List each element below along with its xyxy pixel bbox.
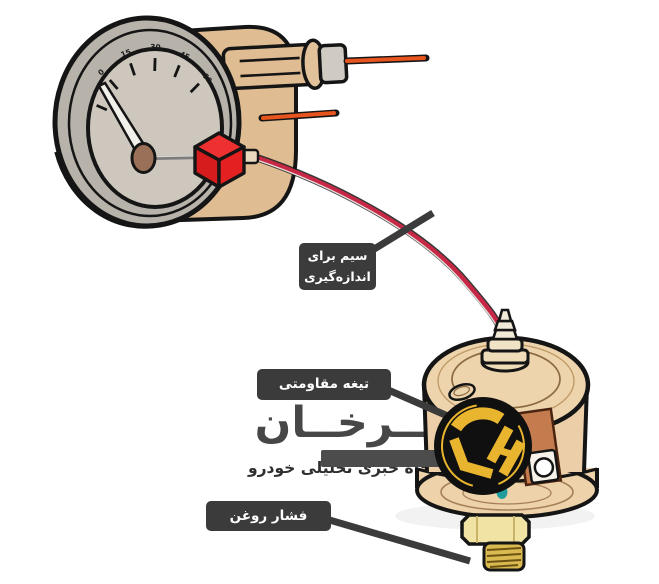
svg-text:0: 0 xyxy=(96,67,106,77)
svg-text:30: 30 xyxy=(150,42,161,51)
measuring-wire xyxy=(248,152,509,344)
power-wire-top xyxy=(343,54,430,65)
pointer-measuring-wire xyxy=(369,210,435,254)
label-resistive-blade: تیغه مقاومتی xyxy=(257,369,391,400)
gauge-tick-labels: 0 15 30 45 60 xyxy=(96,42,214,85)
label-measuring-wire-line2: اندازه‌گیری xyxy=(304,268,371,284)
label-oil-pressure: فشار روغن xyxy=(206,501,331,531)
gauge-stem xyxy=(221,38,349,91)
pointer-oil-pressure xyxy=(325,515,471,565)
needle-hub xyxy=(130,142,157,174)
stem-end-cap xyxy=(317,43,349,85)
label-measuring-wire: سیم برای اندازه‌گیری xyxy=(299,243,376,290)
threaded-fitting xyxy=(460,513,531,572)
wire-terminal xyxy=(480,308,530,373)
oil-pressure-sender xyxy=(395,308,599,572)
svg-text:45: 45 xyxy=(178,49,191,62)
gauge-ticks xyxy=(96,58,200,112)
connector-cube xyxy=(193,131,260,189)
power-wire-side xyxy=(258,109,340,122)
pressure-gauge: 0 15 30 45 60 xyxy=(52,15,242,229)
gauge-face xyxy=(86,47,224,209)
label-measuring-wire-line1: سیم برای xyxy=(307,248,368,263)
svg-text:15: 15 xyxy=(119,47,132,59)
